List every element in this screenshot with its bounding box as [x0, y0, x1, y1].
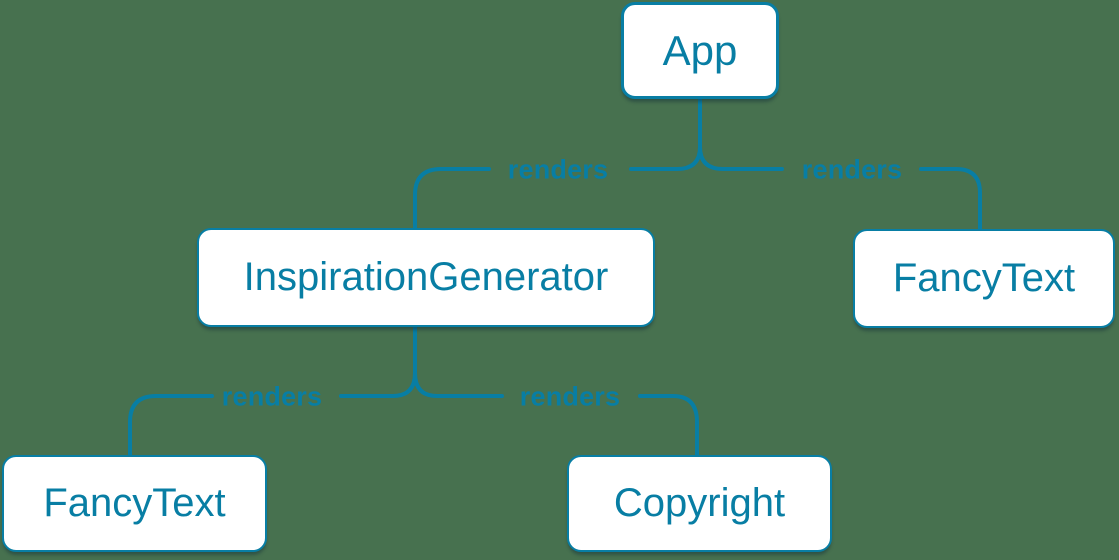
tree-node-fancy-text-top: FancyText [853, 229, 1115, 328]
node-label-fancy-text-bottom: FancyText [43, 481, 226, 525]
connector-inspiration-flare-right [413, 371, 504, 398]
connector-to-copyright [638, 394, 699, 460]
tree-node-app: App [621, 2, 779, 99]
edge-label-inspirationgenerator-copyright: renders [519, 381, 621, 412]
connector-to-fancy-text-bottom [128, 394, 214, 460]
connector-app-flare-left [629, 145, 702, 171]
node-label-inspiration-generator: InspirationGenerator [243, 255, 609, 299]
connector-to-inspiration-generator [413, 167, 491, 234]
edge-label-inspirationgenerator-fancytext: renders [221, 381, 323, 412]
connector-inspiration-flare-left [339, 371, 417, 398]
edge-label-app-inspirationgenerator: renders [507, 154, 609, 185]
tree-node-fancy-text-bottom: FancyText [2, 455, 267, 552]
tree-node-inspiration-generator: InspirationGenerator [197, 228, 655, 327]
connector-to-fancy-text-top [919, 167, 982, 233]
node-label-copyright: Copyright [613, 481, 786, 525]
node-label-app: App [662, 26, 738, 74]
tree-node-copyright: Copyright [567, 455, 832, 552]
connector-app-flare-right [698, 145, 784, 171]
edge-label-app-fancytext: renders [801, 154, 903, 185]
node-label-fancy-text-top: FancyText [892, 256, 1076, 300]
